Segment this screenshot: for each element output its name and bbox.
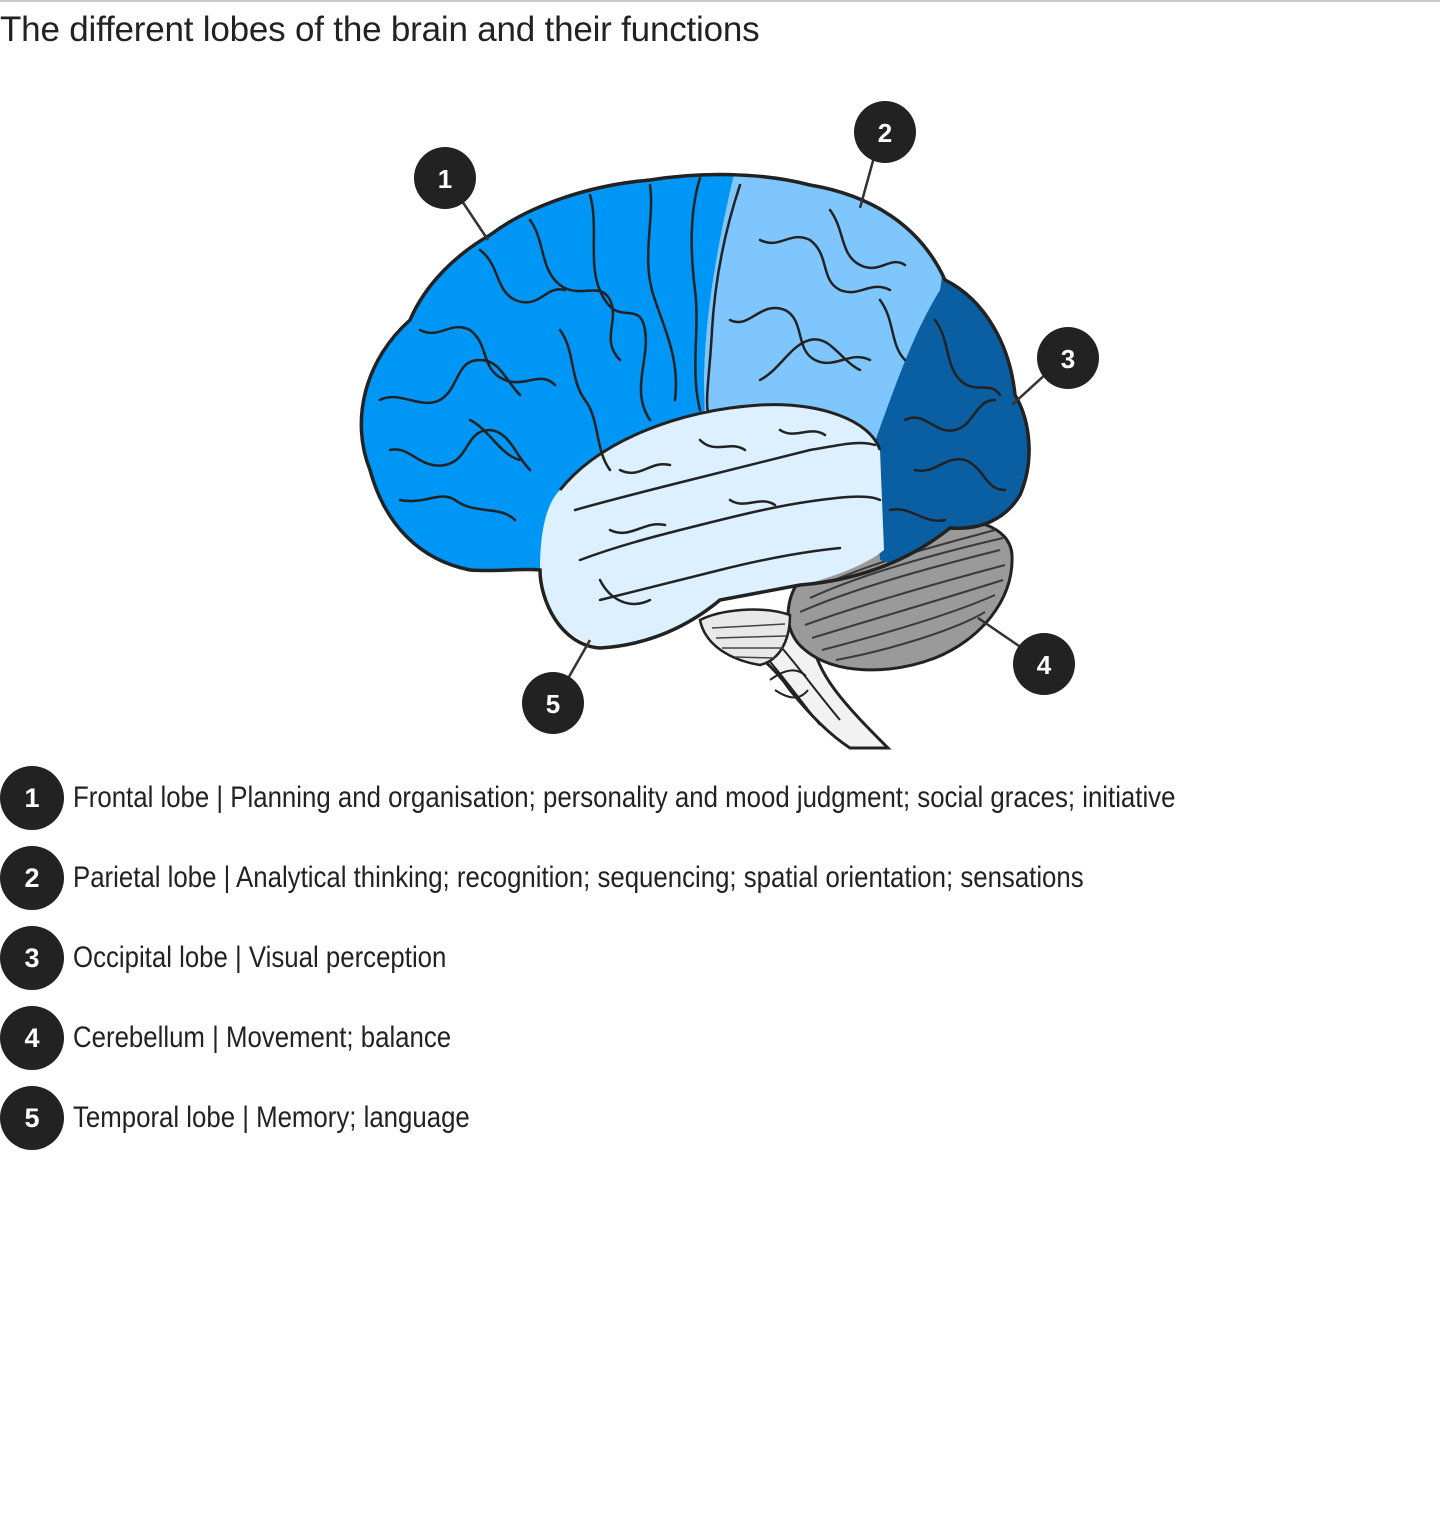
legend-badge: 1 xyxy=(0,766,64,830)
marker-3: 3 xyxy=(1037,327,1099,389)
legend-badge: 4 xyxy=(0,1006,64,1070)
brain-diagram: 1 2 3 4 5 xyxy=(359,101,1099,750)
legend-text: Parietal lobe | Analytical thinking; rec… xyxy=(73,861,1084,894)
legend-text: Occipital lobe | Visual perception xyxy=(73,941,447,974)
legend-item-cerebellum: 4 Cerebellum | Movement; balance xyxy=(0,1006,1440,1070)
legend-text: Cerebellum | Movement; balance xyxy=(73,1021,452,1054)
legend-item-frontal-lobe: 1 Frontal lobe | Planning and organisati… xyxy=(0,766,1440,830)
svg-text:4: 4 xyxy=(1037,650,1052,680)
marker-5: 5 xyxy=(522,672,584,734)
marker-1: 1 xyxy=(414,147,476,209)
svg-text:1: 1 xyxy=(438,164,452,194)
marker-2: 2 xyxy=(854,101,916,163)
svg-text:3: 3 xyxy=(1061,344,1075,374)
parietal-lobe xyxy=(704,174,960,440)
cerebrum-outline xyxy=(359,172,1031,650)
page-title: The different lobes of the brain and the… xyxy=(0,10,760,49)
legend: 1 Frontal lobe | Planning and organisati… xyxy=(0,766,1440,1166)
legend-text: Temporal lobe | Memory; language xyxy=(73,1101,470,1134)
legend-badge: 5 xyxy=(0,1086,64,1150)
top-divider xyxy=(0,0,1440,2)
svg-text:5: 5 xyxy=(546,689,560,719)
legend-badge: 2 xyxy=(0,846,64,910)
temporal-lobe xyxy=(540,404,884,648)
legend-item-occipital-lobe: 3 Occipital lobe | Visual perception xyxy=(0,926,1440,990)
svg-text:2: 2 xyxy=(878,118,892,148)
legend-item-temporal-lobe: 5 Temporal lobe | Memory; language xyxy=(0,1086,1440,1150)
legend-text: Frontal lobe | Planning and organisation… xyxy=(73,781,1176,814)
legend-badge: 3 xyxy=(0,926,64,990)
marker-4: 4 xyxy=(1013,633,1075,695)
legend-item-parietal-lobe: 2 Parietal lobe | Analytical thinking; r… xyxy=(0,846,1440,910)
leader-lines xyxy=(456,149,1049,683)
